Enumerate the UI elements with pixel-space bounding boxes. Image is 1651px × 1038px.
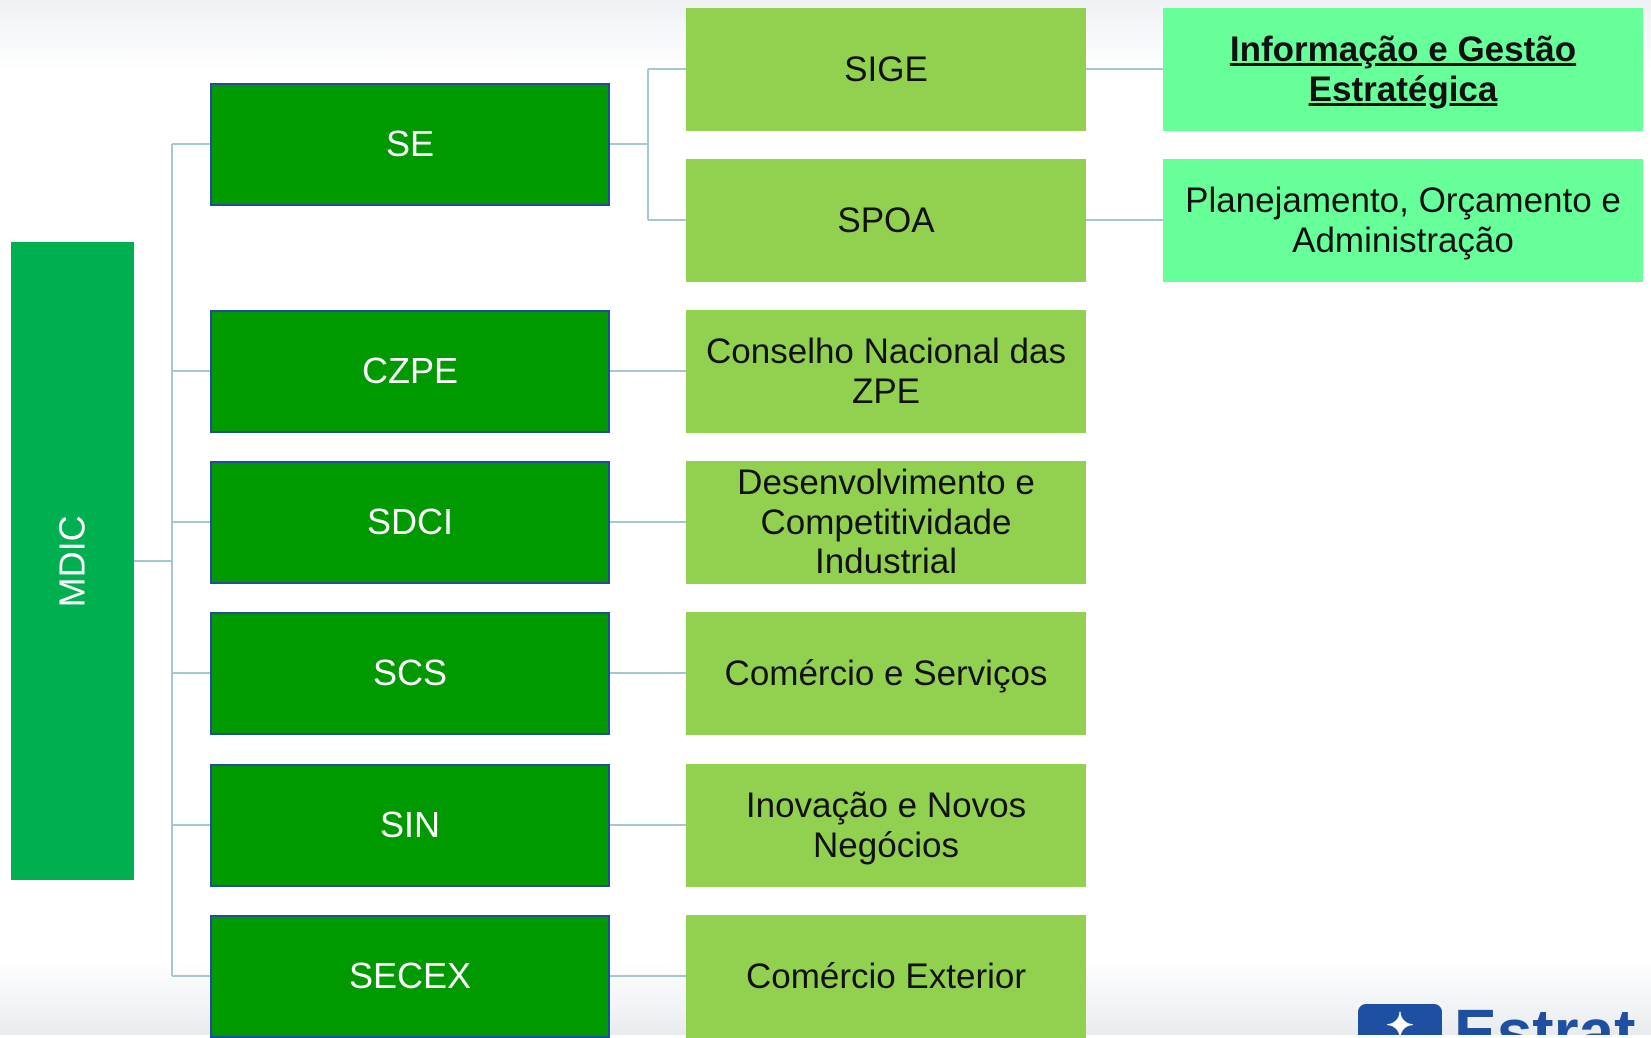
node-desenvolvimento: Desenvolvimento e Competitividade Indust… [686, 461, 1086, 584]
node-spoa-label: SPOA [837, 200, 935, 240]
node-informacao-gestao-link[interactable]: Informação e Gestão Estratégica [1229, 29, 1577, 109]
node-se-label: SE [385, 123, 435, 165]
node-planejamento: Planejamento, Orçamento e Administração [1163, 159, 1643, 282]
node-sin: SIN [210, 764, 610, 887]
node-scs: SCS [210, 612, 610, 735]
node-planejamento-label: Planejamento, Orçamento e Administração [1185, 180, 1621, 260]
logo-emblem-icon: ✦ [1358, 1004, 1442, 1035]
node-sdci-label: SDCI [366, 501, 453, 543]
node-secex: SECEX [210, 915, 610, 1038]
node-conselho-zpe-label: Conselho Nacional das ZPE [706, 331, 1066, 411]
node-desenvolvimento-label: Desenvolvimento e Competitividade Indust… [737, 463, 1035, 582]
node-sdci: SDCI [210, 461, 610, 584]
brand-logo: ✦ Estrat [1358, 1004, 1635, 1035]
node-inovacao: Inovação e Novos Negócios [686, 764, 1086, 887]
node-comercio-exterior-label: Comércio Exterior [745, 956, 1027, 996]
node-comercio-exterior: Comércio Exterior [686, 915, 1086, 1038]
node-sige: SIGE [686, 8, 1086, 131]
node-scs-label: SCS [372, 652, 448, 694]
node-czpe-label: CZPE [361, 350, 458, 392]
node-informacao-gestao[interactable]: Informação e Gestão Estratégica [1163, 8, 1643, 131]
node-spoa: SPOA [686, 159, 1086, 282]
node-conselho-zpe: Conselho Nacional das ZPE [686, 310, 1086, 433]
node-sin-label: SIN [379, 804, 440, 846]
root-node-label: MDIC [51, 514, 93, 607]
node-czpe: CZPE [210, 310, 610, 433]
node-comercio-servicos: Comércio e Serviços [686, 612, 1086, 735]
node-inovacao-label: Inovação e Novos Negócios [745, 785, 1027, 865]
logo-text: Estrat [1454, 1004, 1635, 1035]
node-se: SE [210, 83, 610, 206]
node-secex-label: SECEX [348, 955, 472, 997]
root-node-mdic: MDIC [11, 242, 134, 880]
node-sige-label: SIGE [844, 49, 928, 89]
node-comercio-servicos-label: Comércio e Serviços [724, 653, 1048, 693]
